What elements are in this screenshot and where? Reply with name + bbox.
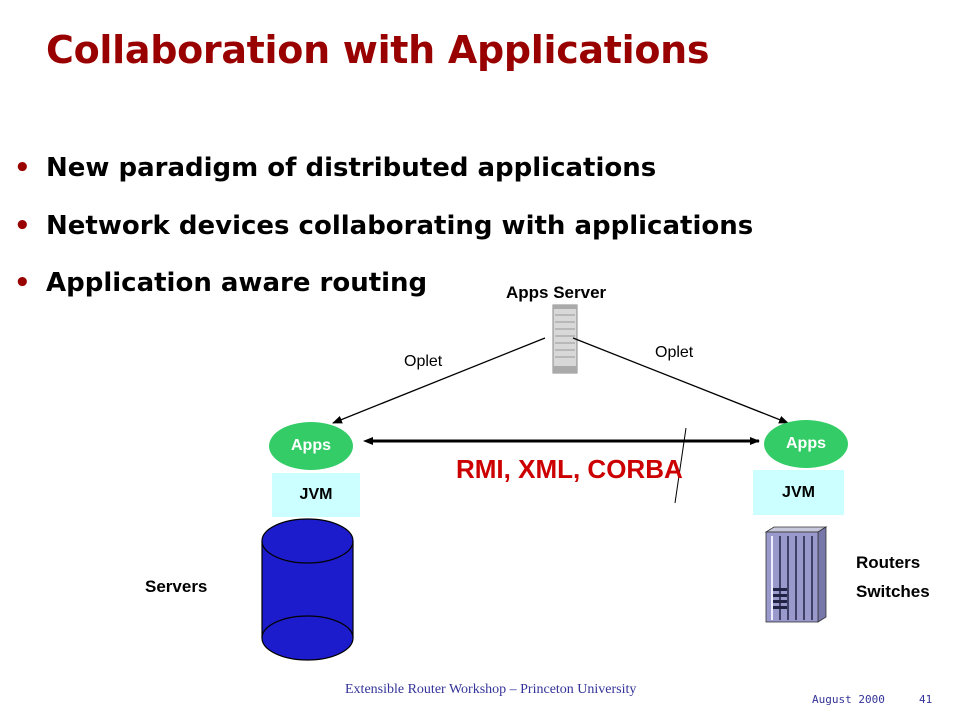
apps-left-node: Apps bbox=[269, 422, 353, 470]
jvm-right-box: JVM bbox=[753, 470, 844, 515]
divider-line bbox=[674, 427, 687, 504]
apps-right-label: Apps bbox=[786, 435, 826, 452]
oplet-arrow-right bbox=[572, 337, 789, 424]
database-cylinder-icon bbox=[261, 518, 354, 661]
footer-date: August 2000 bbox=[812, 693, 885, 706]
oplet-left-label: Oplet bbox=[404, 353, 443, 370]
oplet-right-label: Oplet bbox=[655, 344, 694, 361]
bullet-dot-icon: • bbox=[14, 211, 31, 241]
bullet-1: • New paradigm of distributed application… bbox=[14, 153, 656, 183]
bullet-2-text: Network devices collaborating with appli… bbox=[46, 211, 754, 241]
router-chassis-icon bbox=[764, 526, 828, 623]
apps-left-label: Apps bbox=[291, 437, 331, 454]
footer-text: Extensible Router Workshop – Princeton U… bbox=[345, 682, 637, 697]
bullet-1-text: New paradigm of distributed applications bbox=[46, 153, 657, 183]
apps-right-node: Apps bbox=[764, 420, 848, 468]
bullet-2: • Network devices collaborating with appl… bbox=[14, 211, 753, 241]
bullet-3: • Application aware routing bbox=[14, 268, 427, 298]
jvm-left-box: JVM bbox=[272, 473, 360, 517]
protocols-label: RMI, XML, CORBA bbox=[456, 454, 683, 484]
switches-label: Switches bbox=[856, 582, 930, 601]
routers-label: Routers bbox=[856, 553, 921, 572]
oplet-arrow-left bbox=[332, 337, 546, 424]
bullet-dot-icon: • bbox=[14, 153, 31, 183]
page-number: 41 bbox=[919, 693, 933, 706]
apps-server-label: Apps Server bbox=[506, 283, 607, 302]
servers-label: Servers bbox=[145, 577, 208, 596]
bullet-dot-icon: • bbox=[14, 268, 31, 298]
jvm-right-label: JVM bbox=[782, 483, 815, 501]
bullet-3-text: Application aware routing bbox=[46, 268, 428, 298]
slide-title: Collaboration with Applications bbox=[46, 28, 710, 72]
jvm-left-label: JVM bbox=[299, 486, 333, 503]
apps-server-icon bbox=[552, 304, 578, 374]
